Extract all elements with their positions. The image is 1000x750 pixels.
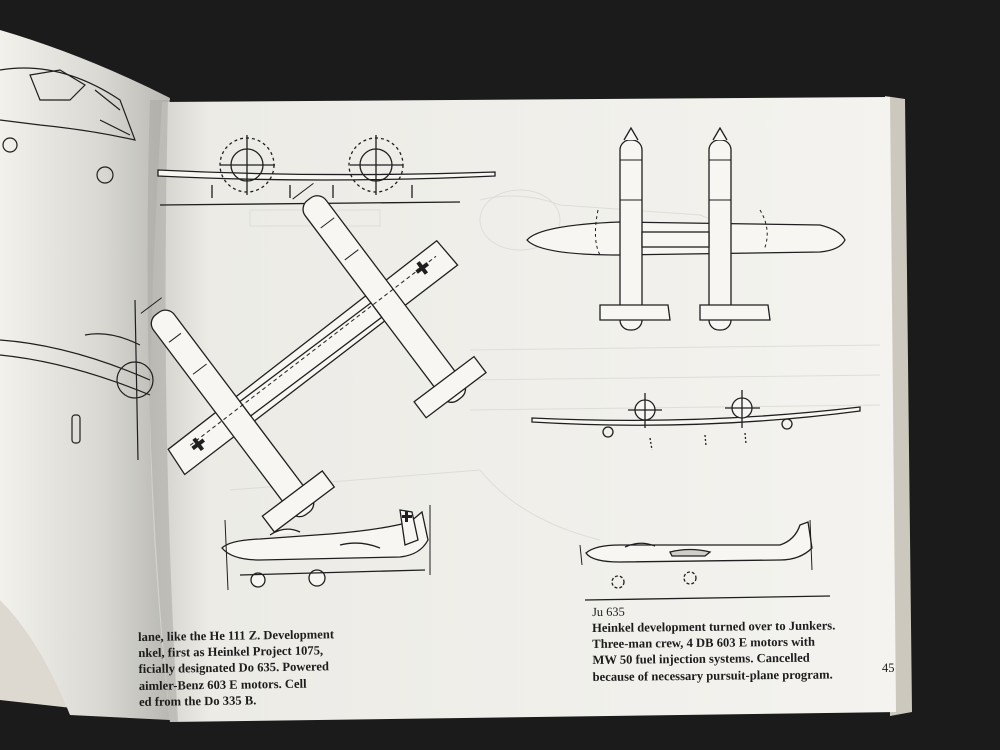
- page-number: 45: [882, 661, 895, 675]
- do635-front-view: [157, 135, 496, 206]
- do635-top-view: [140, 182, 487, 533]
- right-caption-line: because of necessary pursuit-plane progr…: [592, 667, 833, 684]
- left-caption-line: aimler-Benz 603 E motors. Cell: [138, 676, 307, 693]
- right-page-title: Ju 635: [592, 604, 625, 619]
- ju635-top-view: [526, 126, 846, 331]
- left-page-drawings: [0, 67, 154, 461]
- left-caption-line: ed from the Do 335 B.: [138, 693, 257, 709]
- do635-side-view: [221, 505, 431, 591]
- left-page-caption: lane, like the He 111 Z. Development nke…: [138, 626, 335, 710]
- ju635-side-view: [579, 519, 831, 601]
- ju635-front-view: [531, 390, 861, 451]
- right-page-caption: Heinkel development turned over to Junke…: [592, 617, 836, 684]
- gutter-shadow: [147, 100, 178, 722]
- left-page: [0, 30, 170, 720]
- right-caption-line: MW 50 fuel injection systems. Cancelled: [592, 651, 810, 668]
